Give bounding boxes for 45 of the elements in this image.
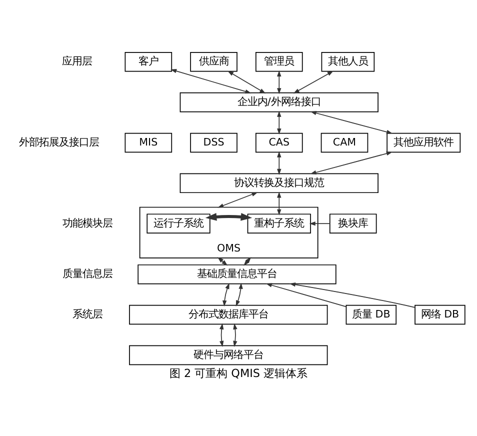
node-box: 管理员: [255, 52, 303, 72]
arrow: [236, 282, 243, 306]
node-box: CAS: [255, 132, 303, 153]
node-box: DSS: [190, 132, 238, 153]
label: 质量信息层: [62, 268, 112, 280]
node-box: 换块库: [329, 214, 377, 234]
node-box: 其他应用软件: [386, 132, 461, 153]
node-box: 重构子系统: [247, 214, 311, 234]
arrow: [219, 323, 224, 347]
node-box: 协议转换及接口规范: [180, 173, 378, 194]
arrow: [277, 192, 282, 216]
label: 功能模块层: [62, 217, 112, 230]
arrow: [222, 282, 230, 307]
arrow: [310, 151, 392, 174]
label: 系统层: [72, 308, 102, 320]
arrow: [289, 282, 416, 308]
node-box: 网络 DB: [414, 304, 466, 325]
arrow: [277, 110, 282, 135]
arrow: [170, 69, 252, 94]
arrow: [233, 323, 238, 347]
node-box: CAM: [320, 132, 368, 153]
node-box: 客户: [124, 52, 172, 72]
node-box: 基础质量信息平台: [138, 264, 336, 284]
label: 应用层: [62, 56, 92, 68]
arrow: [205, 212, 252, 221]
node-box: 其他人员: [321, 52, 375, 72]
arrow: [293, 70, 334, 94]
node-box: 分布式数据库平台: [129, 304, 328, 325]
node-box: MIS: [124, 132, 172, 153]
node-box: 企业内/外网络接口: [180, 92, 378, 112]
arrow: [244, 257, 252, 266]
node-box: 质量 DB: [346, 304, 397, 325]
arrow: [218, 192, 258, 208]
arrow: [310, 111, 393, 134]
node-box: 运行子系统: [146, 214, 210, 234]
caption: 图 2 可重构 QMIS 逻辑体系: [169, 367, 308, 380]
arrow: [277, 70, 282, 94]
node-box: 供应商: [190, 52, 238, 72]
node-box: 硬件与网络平台: [129, 345, 328, 366]
label: 外部拓展及接口层: [18, 136, 99, 148]
arrow: [277, 151, 282, 175]
arrow: [266, 283, 347, 308]
arrow: [218, 257, 228, 266]
arrow: [228, 70, 266, 94]
arrow: [309, 221, 330, 226]
